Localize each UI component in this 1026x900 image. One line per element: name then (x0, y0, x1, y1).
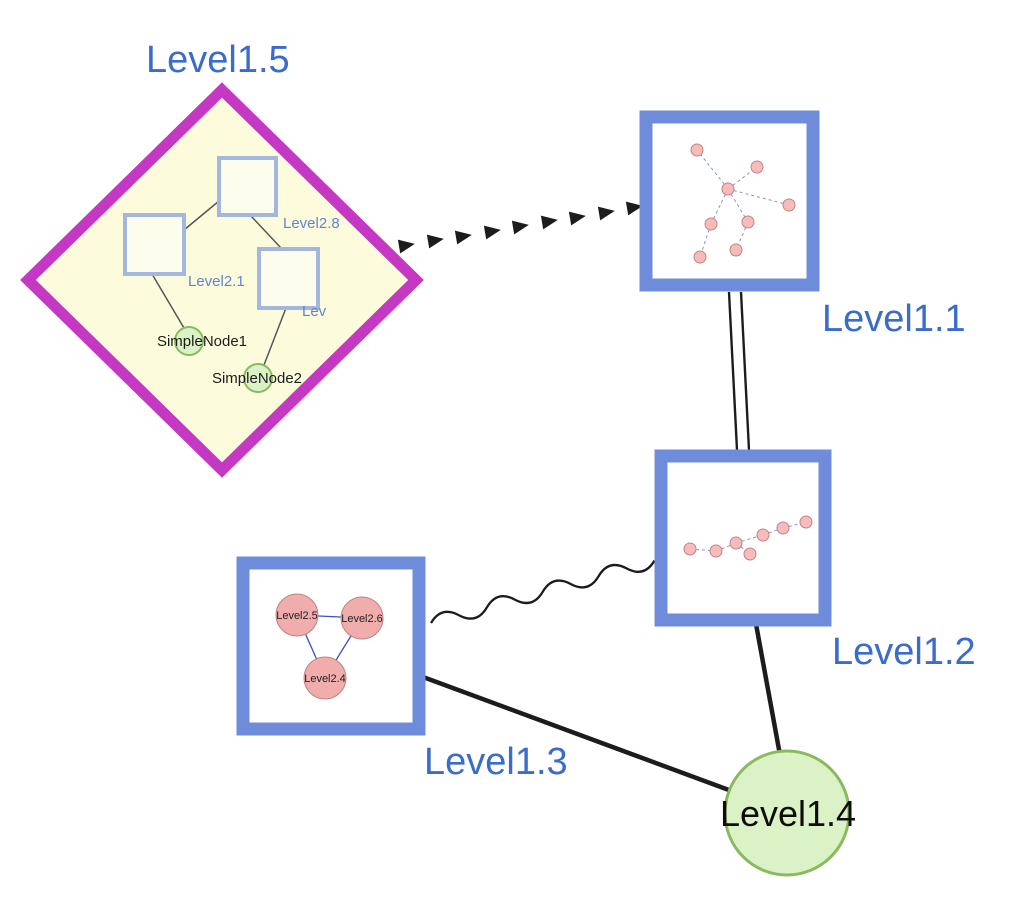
edge-level13-level12-wavy[interactable] (429, 554, 656, 630)
mini-node[interactable] (782, 198, 796, 212)
node-level25[interactable] (275, 593, 319, 637)
edge-level28-lev[interactable] (250, 215, 282, 249)
node-simplenode2[interactable] (243, 363, 273, 393)
node-level13-group: Level2.5 Level2.6 Level2.4 (236, 556, 426, 736)
node-simplenode1-label: SimpleNode1 (157, 333, 247, 350)
edge-level12-level14[interactable] (753, 623, 783, 756)
mini-node[interactable] (704, 217, 718, 231)
node-level12-label: Level1.2 (832, 631, 976, 673)
node-level13[interactable] (236, 556, 426, 736)
node-level26-label: Level2.6 (341, 613, 383, 625)
mini-node[interactable] (776, 521, 790, 535)
node-level15[interactable] (20, 82, 424, 478)
node-level13-label: Level1.3 (424, 741, 568, 783)
node-level14-label: Level1.4 (720, 793, 856, 834)
mini-node[interactable] (709, 544, 723, 558)
arrow-dash-icon (426, 234, 444, 249)
mini-node[interactable] (741, 215, 755, 229)
mini-node[interactable] (729, 536, 743, 550)
node-simplenode1[interactable] (174, 326, 204, 356)
edge-level11-level12-double[interactable] (727, 291, 751, 451)
node-level24[interactable] (303, 656, 347, 700)
node-level12[interactable] (654, 449, 832, 627)
edge-level21-simplenode1[interactable] (151, 273, 185, 329)
edge-level15-level11-arrow[interactable] (397, 199, 644, 254)
edge-level13-level14[interactable] (422, 674, 738, 796)
mini-node[interactable] (690, 143, 704, 157)
node-level12-group (654, 449, 832, 627)
node-level24-label: Level2.4 (304, 673, 346, 685)
mini-node[interactable] (683, 542, 697, 556)
arrow-dash-icon (397, 239, 415, 254)
mini-edge (735, 534, 764, 544)
node-simplenode2-label: SimpleNode2 (212, 370, 302, 387)
arrow-dash-icon (540, 215, 558, 230)
node-lev-label: Lev (302, 303, 327, 320)
node-level15-label: Level1.5 (146, 39, 290, 81)
mini-node[interactable] (693, 250, 707, 264)
arrow-dash-icon (568, 211, 586, 226)
mini-edge (696, 149, 729, 190)
node-level11-label: Level1.1 (822, 298, 966, 340)
arrow-dash-icon (483, 225, 501, 240)
node-lev[interactable] (257, 247, 320, 310)
edge-level21-level28[interactable] (183, 200, 220, 231)
mini-edge (689, 548, 717, 552)
arrow-dash-icon (454, 230, 472, 245)
node-level21[interactable] (123, 213, 186, 276)
mini-node[interactable] (743, 547, 757, 561)
node-level15-group: Level2.8 Level2.1 Lev SimpleNode1 Simple… (20, 82, 424, 478)
node-level21-label: Level2.1 (188, 273, 245, 290)
double-line-left (727, 291, 739, 451)
mini-node[interactable] (750, 160, 764, 174)
level11-inner-graph (690, 143, 796, 264)
node-level25-label: Level2.5 (276, 610, 318, 622)
node-level28[interactable] (217, 156, 278, 217)
mini-node[interactable] (756, 528, 770, 542)
wavy-line (430, 559, 656, 624)
mini-node[interactable] (799, 515, 813, 529)
node-level26[interactable] (340, 596, 384, 640)
arrow-dash-icon (597, 206, 615, 221)
arrow-dash-icon (625, 201, 643, 216)
mini-node[interactable] (729, 243, 743, 257)
mini-edge (727, 188, 790, 206)
node-level28-label: Level2.8 (283, 215, 340, 232)
double-line-right (739, 291, 751, 451)
arrow-dash-icon (511, 220, 529, 235)
edge-lev-simplenode2[interactable] (263, 307, 287, 366)
node-level14[interactable] (723, 749, 851, 877)
level12-inner-graph (683, 515, 813, 561)
mini-node[interactable] (721, 182, 735, 196)
node-level11-group (639, 110, 820, 292)
